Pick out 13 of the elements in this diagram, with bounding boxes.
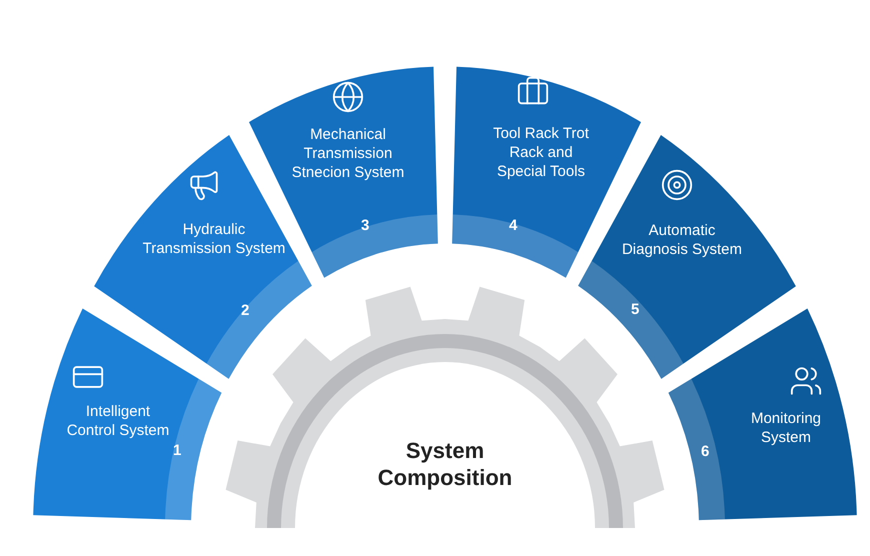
- step-number: 2: [241, 302, 250, 320]
- step-number: 4: [509, 217, 518, 235]
- segment-title: Hydraulic Transmission System: [142, 220, 286, 258]
- segment-title: Intelligent Control System: [66, 402, 170, 440]
- center-title: System Composition: [376, 437, 514, 491]
- step-number: 6: [701, 443, 710, 461]
- segment-title: Tool Rack Trot Rack and Special Tools: [492, 124, 590, 181]
- segment-title: Monitoring System: [750, 409, 822, 447]
- segment-title: Mechanical Transmission Stnecion System: [290, 125, 406, 182]
- step-number: 1: [173, 442, 182, 460]
- step-number: 3: [361, 217, 370, 235]
- step-number: 5: [631, 301, 640, 319]
- segment-title: Automatic Diagnosis System: [620, 221, 744, 259]
